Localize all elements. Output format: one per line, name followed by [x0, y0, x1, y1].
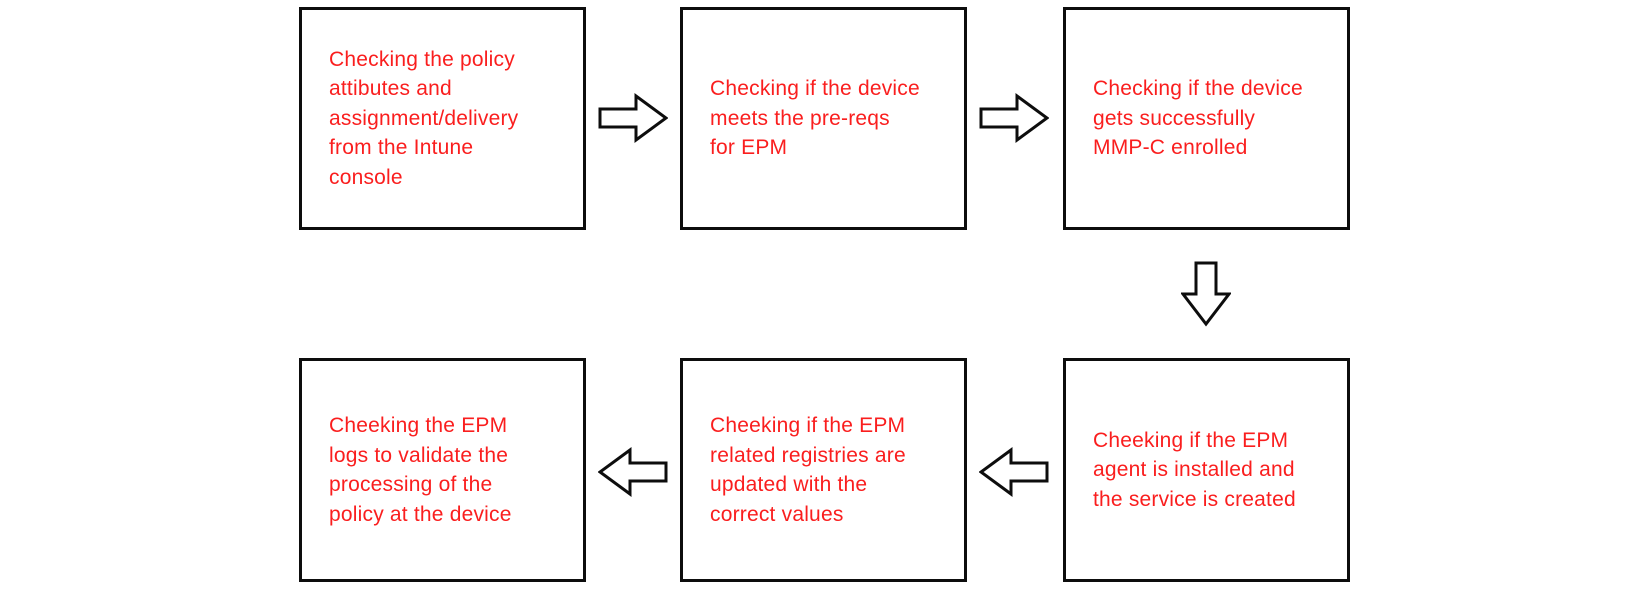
flow-step-3-label: Checking if the device gets successfully…: [1093, 77, 1303, 160]
flow-step-4: Cheeking the EPM logs to validate the pr…: [299, 358, 586, 582]
arrow-left-icon: [979, 447, 1049, 497]
flow-step-5: Cheeking if the EPM related registries a…: [680, 358, 967, 582]
arrow-right-icon: [979, 93, 1049, 143]
flow-step-4-label: Cheeking the EPM logs to validate the pr…: [329, 414, 512, 526]
flow-step-2: Checking if the device meets the pre-req…: [680, 7, 967, 230]
arrow-right-icon: [598, 93, 668, 143]
flow-step-2-label: Checking if the device meets the pre-req…: [710, 77, 920, 160]
flow-step-5-label: Cheeking if the EPM related registries a…: [710, 414, 906, 526]
flow-step-3: Checking if the device gets successfully…: [1063, 7, 1350, 230]
flow-step-1: Checking the policy attibutes and assign…: [299, 7, 586, 230]
flow-step-1-label: Checking the policy attibutes and assign…: [329, 47, 519, 189]
flow-step-6: Cheeking if the EPM agent is installed a…: [1063, 358, 1350, 582]
arrow-down-icon: [1181, 261, 1231, 327]
flow-step-6-label: Cheeking if the EPM agent is installed a…: [1093, 428, 1296, 511]
arrow-left-icon: [598, 447, 668, 497]
